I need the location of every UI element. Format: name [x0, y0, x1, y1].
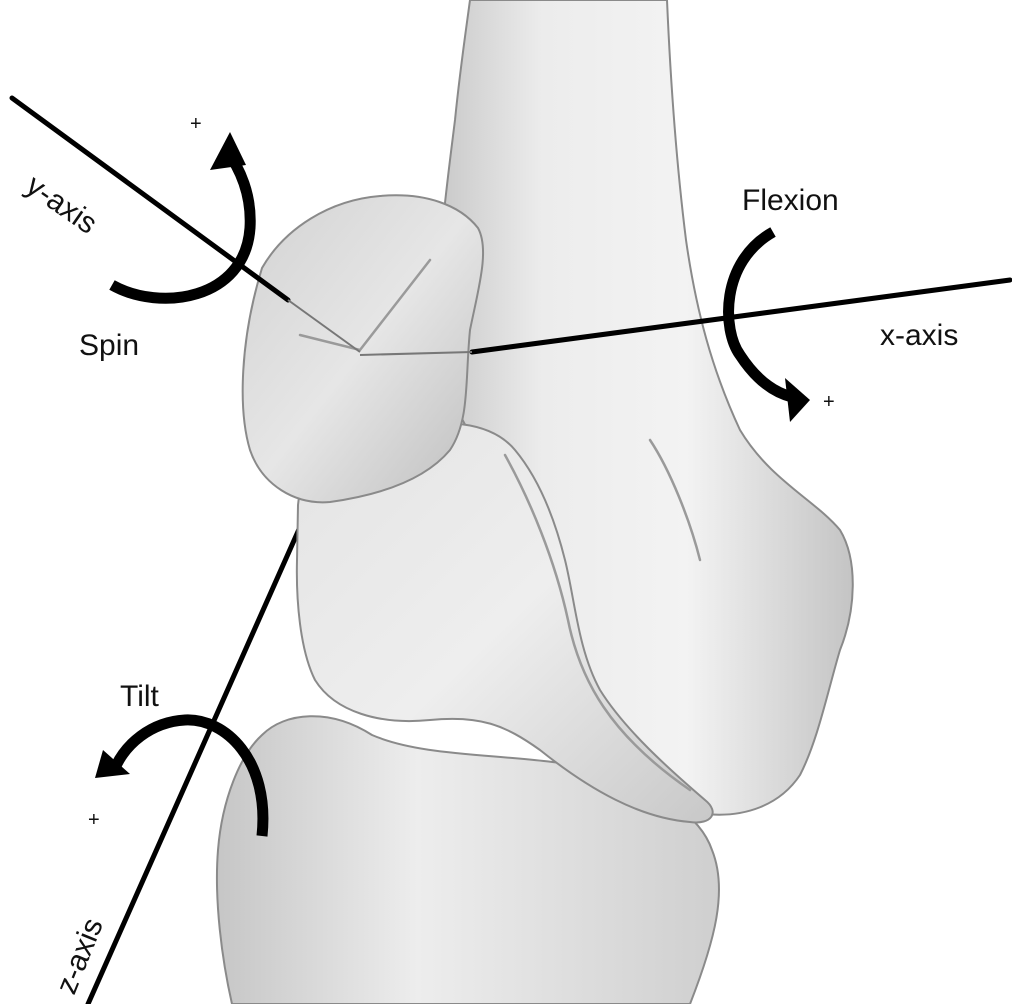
flexion-label: Flexion [742, 184, 839, 217]
flexion-arrowhead [785, 378, 810, 422]
spin-plus-sign: + [190, 113, 202, 135]
z-axis-label: z-axis [50, 914, 110, 999]
flexion-plus-sign: + [823, 391, 835, 413]
tilt-plus-sign: + [88, 809, 100, 831]
spin-label: Spin [79, 329, 139, 362]
spin-arrowhead [210, 132, 246, 170]
tilt-label: Tilt [120, 680, 160, 713]
x-axis-label: x-axis [880, 319, 958, 352]
y-axis-label: y-axis [20, 169, 103, 241]
